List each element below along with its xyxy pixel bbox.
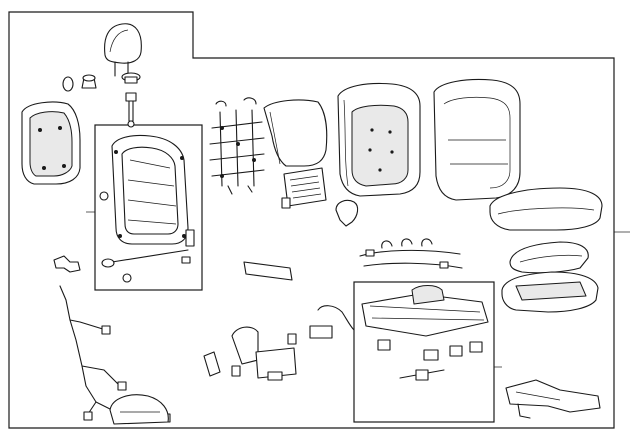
headrest-guide [121, 72, 141, 84]
outer-frame [8, 11, 615, 429]
fastener [62, 74, 97, 92]
headrest-post [125, 92, 137, 128]
trim-bezel [21, 101, 81, 185]
side-bracket [243, 261, 293, 281]
seat-cushion-cover [489, 187, 603, 231]
seatback-cover [433, 79, 521, 201]
recliner-module [109, 394, 169, 425]
seatback-frame [111, 134, 189, 245]
lumbar-motor [281, 167, 327, 209]
frame-fastener [99, 191, 195, 283]
seat-wire-assembly [359, 238, 463, 269]
back-panel [263, 99, 328, 167]
seat-switch [231, 326, 297, 381]
switch-parts [203, 305, 355, 377]
seat-cushion-pad [509, 241, 589, 274]
lumbar-support [209, 97, 265, 195]
headrest [104, 23, 142, 77]
bracket [53, 255, 81, 273]
seat-track-adjuster [361, 285, 489, 381]
seat-cushion-frame [501, 271, 599, 313]
seatback-frame-inset-box [94, 124, 203, 291]
seat-track-inset-box [353, 281, 495, 423]
seatback-cushion [337, 82, 421, 197]
side-airbag-bracket [505, 379, 601, 419]
cushion-bracket [335, 199, 359, 227]
